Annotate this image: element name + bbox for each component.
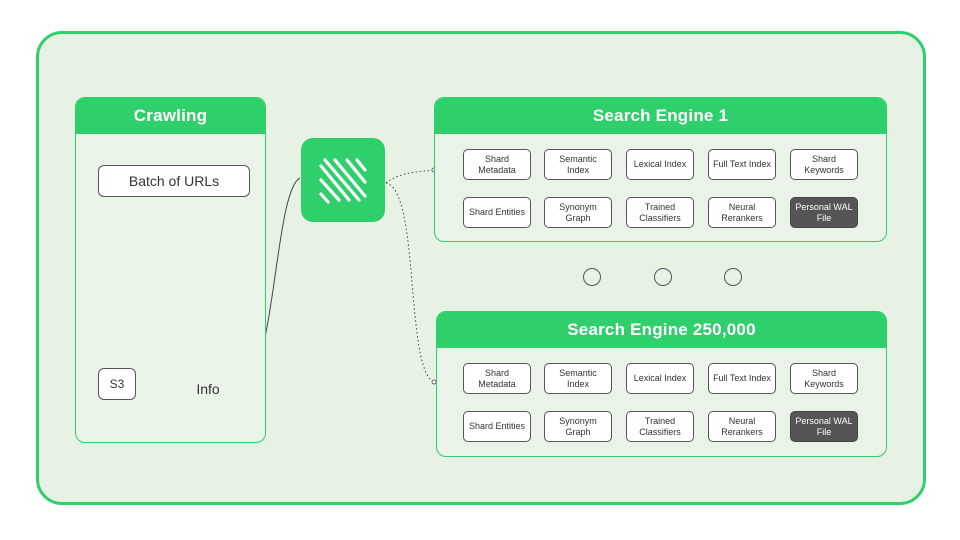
crawling-title: Crawling [76,98,265,134]
ellipsis-circle-icon [724,268,742,286]
search-engine-title: Search Engine 1 [435,98,886,134]
chip-neural-rerankers: Neural Rerankers [708,411,776,442]
ellipsis-circle-icon [583,268,601,286]
info-label: Info [196,381,220,397]
chip-lexical-index: Lexical Index [626,363,694,394]
diagonal-lines-logo-icon [301,138,385,222]
search-engine-title: Search Engine 250,000 [437,312,886,348]
chip-shard-entities: Shard Entities [463,197,531,228]
s3-storage-box: S3 [98,368,136,400]
chip-shard-metadata: Shard Metadata [463,149,531,180]
logo-to-engine1-line [385,169,435,184]
chip-lexical-index: Lexical Index [626,149,694,180]
chip-trained-classifiers: Trained Classifiers [626,197,694,228]
ellipsis-circle-icon [654,268,672,286]
chip-full-text-index: Full Text Index [708,363,776,394]
chip-shard-keywords: Shard Keywords [790,149,858,180]
chip-full-text-index: Full Text Index [708,149,776,180]
chip-shard-keywords: Shard Keywords [790,363,858,394]
chip-personal-wal-file: Personal WAL File [790,411,858,442]
chip-neural-rerankers: Neural Rerankers [708,197,776,228]
chip-personal-wal-file: Personal WAL File [790,197,858,228]
chip-semantic-index: Semantic Index [544,363,612,394]
chip-synonym-graph: Synonym Graph [544,411,612,442]
batch-of-urls-box: Batch of URLs [98,165,250,197]
chip-synonym-graph: Synonym Graph [544,197,612,228]
chip-trained-classifiers: Trained Classifiers [626,411,694,442]
chip-shard-metadata: Shard Metadata [463,363,531,394]
logo-to-engine2-line [385,182,435,383]
chip-semantic-index: Semantic Index [544,149,612,180]
chip-shard-entities: Shard Entities [463,411,531,442]
